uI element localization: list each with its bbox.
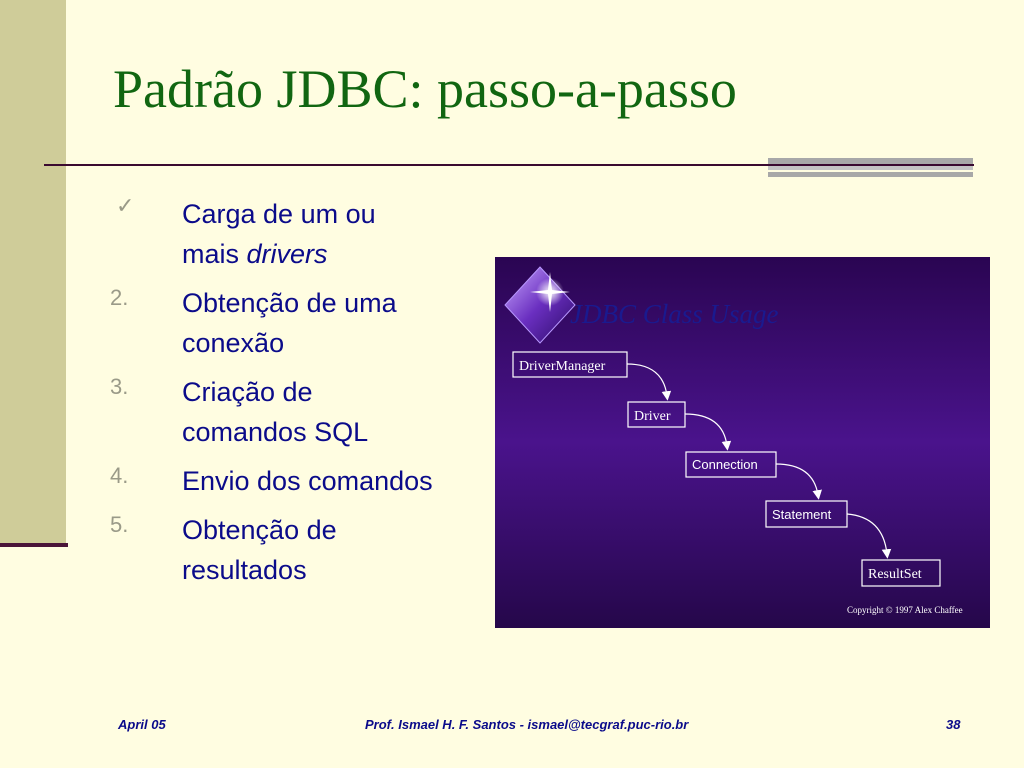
list-item: 5. Obtenção de resultados bbox=[110, 510, 510, 590]
step-text: Envio dos comandos bbox=[182, 466, 433, 496]
title-divider-accent bbox=[768, 158, 973, 178]
step-text: resultados bbox=[182, 555, 307, 585]
list-item: ✓ Carga de um ou mais drivers bbox=[110, 194, 510, 274]
step-text: mais bbox=[182, 239, 247, 269]
left-band-underline bbox=[0, 543, 68, 547]
diagram-copyright: Copyright © 1997 Alex Chaffee bbox=[847, 605, 963, 615]
arrow-driver-connection bbox=[684, 413, 732, 451]
step-text: conexão bbox=[182, 328, 285, 358]
step-number: 5. bbox=[110, 512, 129, 537]
list-item: 4. Envio dos comandos bbox=[110, 461, 510, 501]
diagram-background bbox=[495, 257, 990, 628]
node-label: Connection bbox=[692, 457, 758, 472]
footer-author: Prof. Ismael H. F. Santos - ismael@tecgr… bbox=[365, 717, 689, 732]
node-label: Statement bbox=[772, 507, 832, 522]
list-item: 2. Obtenção de uma conexão bbox=[110, 283, 510, 363]
arrow-drivermanager-driver bbox=[626, 363, 672, 401]
node-label: ResultSet bbox=[868, 567, 922, 582]
step-text: Obtenção de bbox=[182, 515, 337, 545]
sparkle-rays bbox=[530, 272, 570, 312]
footer-date: April 05 bbox=[118, 717, 166, 732]
step-text: comandos SQL bbox=[182, 417, 369, 447]
arrow-connection-statement bbox=[775, 463, 822, 500]
step-text: Carga de um ou bbox=[182, 199, 376, 229]
step-number: 4. bbox=[110, 463, 129, 488]
slide-title: Padrão JDBC: passo-a-passo bbox=[113, 59, 737, 119]
arrow-statement-resultset bbox=[846, 513, 892, 559]
step-number: 3. bbox=[110, 374, 129, 399]
step-text: Obtenção de uma bbox=[182, 288, 397, 318]
jdbc-class-usage-diagram: JDBC Class Usage DriverManager Driver Co… bbox=[495, 257, 990, 628]
checkmark-icon: ✓ bbox=[116, 194, 135, 219]
footer-page-number: 38 bbox=[946, 717, 961, 732]
node-label: Driver bbox=[634, 409, 671, 424]
step-text-italic: drivers bbox=[246, 239, 328, 269]
diagram-title: JDBC Class Usage bbox=[570, 299, 779, 329]
steps-list: ✓ Carga de um ou mais drivers 2. Obtençã… bbox=[110, 194, 510, 599]
step-number: 2. bbox=[110, 285, 129, 310]
step-text: Criação de bbox=[182, 377, 313, 407]
node-label: DriverManager bbox=[519, 359, 606, 374]
left-decorative-band bbox=[0, 0, 66, 546]
list-item: 3. Criação de comandos SQL bbox=[110, 372, 510, 452]
title-divider bbox=[44, 164, 974, 166]
node-resultset: ResultSet bbox=[861, 559, 941, 587]
